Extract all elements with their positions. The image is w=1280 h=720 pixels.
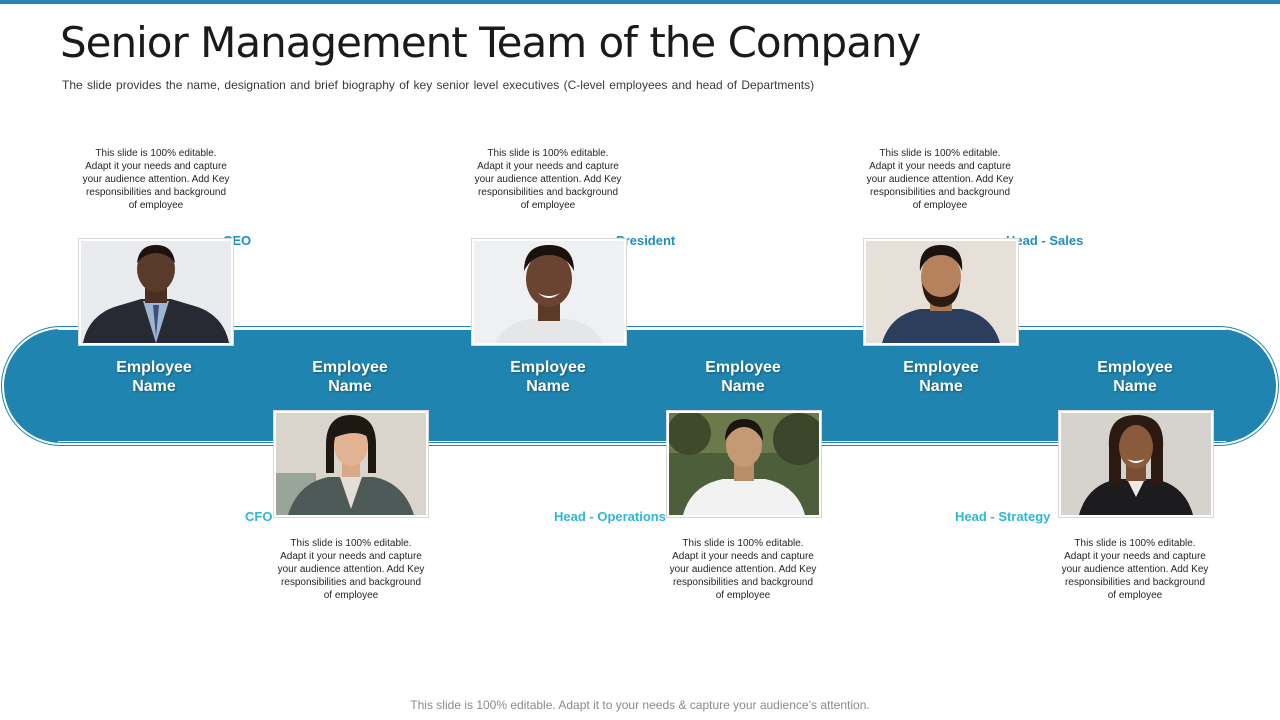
top-accent-bar <box>0 0 1280 4</box>
bio-line: This slide is 100% editable. <box>95 148 217 159</box>
name-line: Employee <box>116 359 192 376</box>
bio-line: your audience attention. Add Key <box>866 174 1014 185</box>
bio-line: responsibilities and background <box>85 187 227 198</box>
bio-line: responsibilities and background <box>672 577 814 588</box>
bio-line: Adapt it your needs and capture <box>85 161 227 172</box>
slide-footer: This slide is 100% editable. Adapt it to… <box>410 698 870 712</box>
employee-3-name: Employee Name <box>483 358 613 396</box>
employee-4-name: Employee Name <box>678 358 808 396</box>
bio-line: responsibilities and background <box>477 187 619 198</box>
name-line: Employee <box>510 359 586 376</box>
bio-line: Adapt it your needs and capture <box>672 551 814 562</box>
name-line: Name <box>328 378 372 395</box>
bio-line: This slide is 100% editable. <box>290 538 412 549</box>
bio-line: This slide is 100% editable. <box>487 148 609 159</box>
employee-3-bio: This slide is 100% editable. Adapt it yo… <box>458 147 638 212</box>
person-photo-icon <box>1061 413 1211 515</box>
bio-line: of employee <box>715 590 771 601</box>
name-line: Employee <box>312 359 388 376</box>
employee-2-name: Employee Name <box>285 358 415 396</box>
employee-6-photo <box>1059 411 1213 517</box>
employee-4-photo <box>667 411 821 517</box>
employee-3-photo <box>472 239 626 345</box>
bio-line: of employee <box>1107 590 1163 601</box>
bio-line: responsibilities and background <box>280 577 422 588</box>
band-top-line <box>58 329 1226 330</box>
band-bottom-line <box>58 441 1226 442</box>
employee-1-photo <box>79 239 233 345</box>
name-line: Name <box>526 378 570 395</box>
slide-subtitle: The slide provides the name, designation… <box>62 78 815 92</box>
bio-line: of employee <box>520 200 576 211</box>
employee-3-role: President <box>616 233 676 248</box>
person-photo-icon <box>276 413 426 515</box>
employee-1-bio: This slide is 100% editable. Adapt it yo… <box>66 147 246 212</box>
name-line: Name <box>919 378 963 395</box>
bio-line: Adapt it your needs and capture <box>1064 551 1206 562</box>
name-line: Name <box>132 378 176 395</box>
bio-line: This slide is 100% editable. <box>1074 538 1196 549</box>
name-line: Name <box>721 378 765 395</box>
employee-2-bio: This slide is 100% editable. Adapt it yo… <box>261 537 441 602</box>
employee-1-name: Employee Name <box>89 358 219 396</box>
employee-2-photo <box>274 411 428 517</box>
bio-line: responsibilities and background <box>869 187 1011 198</box>
name-line: Name <box>1113 378 1157 395</box>
bio-line: of employee <box>912 200 968 211</box>
bio-line: of employee <box>323 590 379 601</box>
bio-line: your audience attention. Add Key <box>669 564 817 575</box>
bio-line: your audience attention. Add Key <box>474 174 622 185</box>
bio-line: of employee <box>128 200 184 211</box>
employee-2-role: CFO <box>245 509 273 524</box>
name-line: Employee <box>903 359 979 376</box>
employee-5-photo <box>864 239 1018 345</box>
bio-line: your audience attention. Add Key <box>1061 564 1209 575</box>
slide-title: Senior Management Team of the Company <box>60 18 921 67</box>
person-photo-icon <box>866 241 1016 343</box>
bio-line: Adapt it your needs and capture <box>869 161 1011 172</box>
name-line: Employee <box>705 359 781 376</box>
person-photo-icon <box>669 413 819 515</box>
employee-5-bio: This slide is 100% editable. Adapt it yo… <box>850 147 1030 212</box>
bio-line: your audience attention. Add Key <box>82 174 230 185</box>
employee-5-name: Employee Name <box>876 358 1006 396</box>
name-line: Employee <box>1097 359 1173 376</box>
bio-line: your audience attention. Add Key <box>277 564 425 575</box>
employee-6-bio: This slide is 100% editable. Adapt it yo… <box>1045 537 1225 602</box>
employee-4-bio: This slide is 100% editable. Adapt it yo… <box>653 537 833 602</box>
person-photo-icon <box>81 241 231 343</box>
employee-6-name: Employee Name <box>1070 358 1200 396</box>
person-photo-icon <box>474 241 624 343</box>
bio-line: Adapt it your needs and capture <box>280 551 422 562</box>
employee-5-role: Head - Sales <box>1006 233 1084 248</box>
bio-line: This slide is 100% editable. <box>879 148 1001 159</box>
bio-line: responsibilities and background <box>1064 577 1206 588</box>
employee-4-role: Head - Operations <box>554 509 666 524</box>
bio-line: This slide is 100% editable. <box>682 538 804 549</box>
employee-6-role: Head - Strategy <box>955 509 1051 524</box>
bio-line: Adapt it your needs and capture <box>477 161 619 172</box>
